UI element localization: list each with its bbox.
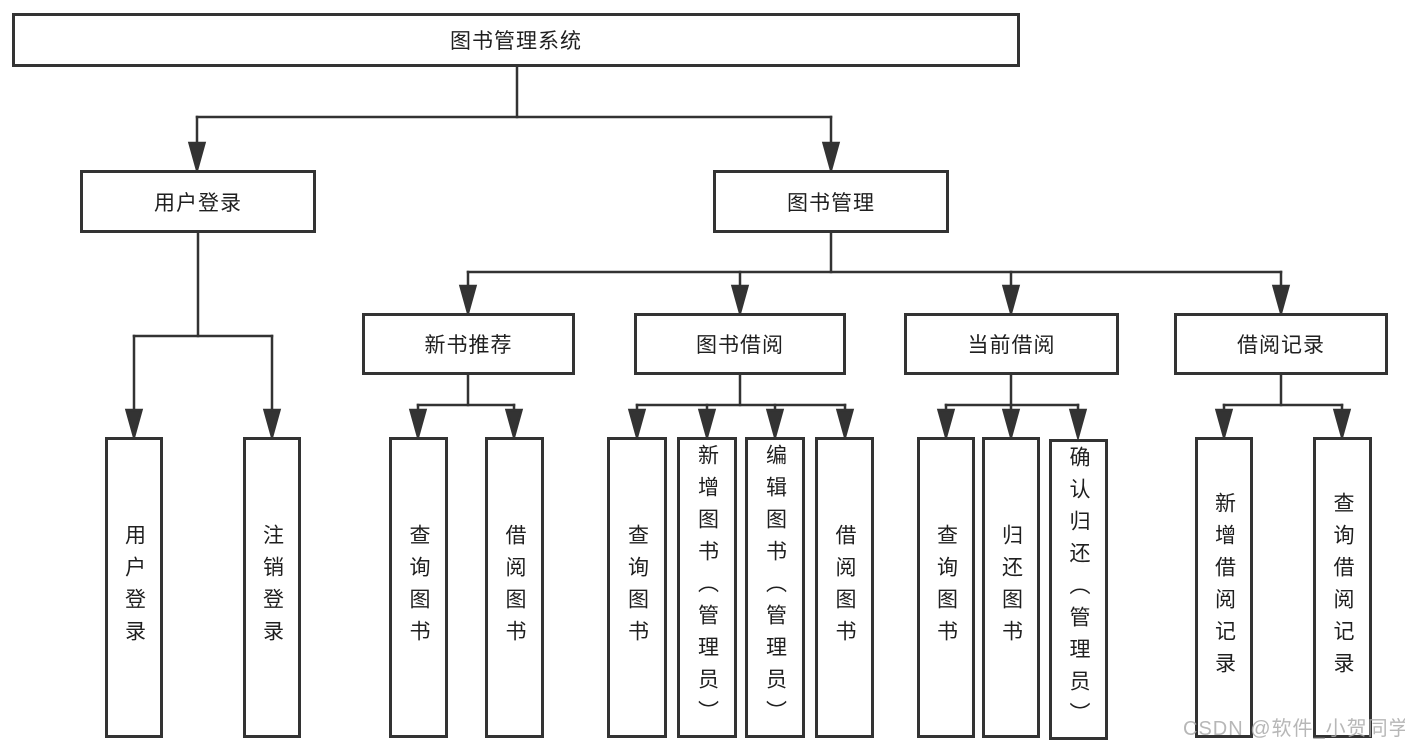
leaf-label: 归还图书 [999,523,1023,652]
leaf-label: 查询借阅记录 [1331,491,1354,684]
leaf-logout: 注销登录 [243,437,301,738]
leaf-query-book-1: 查询图书 [389,437,448,738]
arrowhead [835,408,855,442]
arrowhead [936,408,956,442]
arrowhead [458,284,478,318]
leaf-label: 查询图书 [934,523,958,652]
leaf-label: 借阅图书 [503,523,526,652]
leaf-query-borrow-record: 查询借阅记录 [1313,437,1372,738]
node-borrow-record-label: 借阅记录 [1237,334,1325,357]
arrowhead [187,141,207,175]
node-new-book-recommend: 新书推荐 [362,313,575,375]
arrowhead [262,408,282,442]
leaf-label: 查询图书 [407,523,430,652]
node-root-label: 图书管理系统 [450,30,582,53]
leaf-label: 确认归还（管理员） [1067,445,1090,734]
arrowhead [1214,408,1234,442]
leaf-label: 用户登录 [122,523,146,652]
arrowhead [627,408,647,442]
node-current-borrow-label: 当前借阅 [967,334,1056,357]
node-new-book-recommend-label: 新书推荐 [424,334,513,357]
leaf-borrow-book-2: 借阅图书 [815,437,874,738]
leaf-confirm-return-admin: 确认归还（管理员） [1049,439,1108,740]
leaf-label: 编辑图书（管理员） [763,443,787,732]
arrowhead [504,408,524,442]
leaf-label: 新增借阅记录 [1212,491,1236,684]
arrowhead [124,408,144,442]
node-book-borrow: 图书借阅 [634,313,846,375]
node-borrow-record: 借阅记录 [1174,313,1388,375]
node-current-borrow: 当前借阅 [904,313,1119,375]
arrowhead [697,408,717,442]
node-root: 图书管理系统 [12,13,1020,67]
arrowhead [821,141,841,175]
watermark-text: CSDN @软件_小贺同学 [1183,718,1405,740]
arrowhead [1271,284,1291,318]
leaf-return-book: 归还图书 [982,437,1040,738]
node-book-management: 图书管理 [713,170,949,233]
arrowhead [1332,408,1352,442]
leaf-label: 查询图书 [625,523,649,652]
leaf-add-book-admin: 新增图书（管理员） [677,437,737,738]
arrowhead [408,408,428,442]
node-user-login-label: 用户登录 [154,191,242,215]
arrowhead [1001,284,1021,318]
node-book-management-label: 图书管理 [787,191,875,215]
arrowhead [1068,408,1088,442]
leaf-label: 新增图书（管理员） [695,443,719,732]
arrowhead [765,408,785,442]
leaf-borrow-book-1: 借阅图书 [485,437,544,738]
leaf-query-book-3: 查询图书 [917,437,975,738]
leaf-label: 注销登录 [260,523,284,652]
leaf-query-book-2: 查询图书 [607,437,667,738]
node-user-login: 用户登录 [80,170,316,233]
arrowhead [730,284,750,318]
arrowhead [1001,408,1021,442]
leaf-label: 借阅图书 [833,523,856,652]
leaf-edit-book-admin: 编辑图书（管理员） [745,437,805,738]
node-book-borrow-label: 图书借阅 [696,334,784,357]
leaf-user-login: 用户登录 [105,437,163,738]
leaf-add-borrow-record: 新增借阅记录 [1195,437,1253,738]
